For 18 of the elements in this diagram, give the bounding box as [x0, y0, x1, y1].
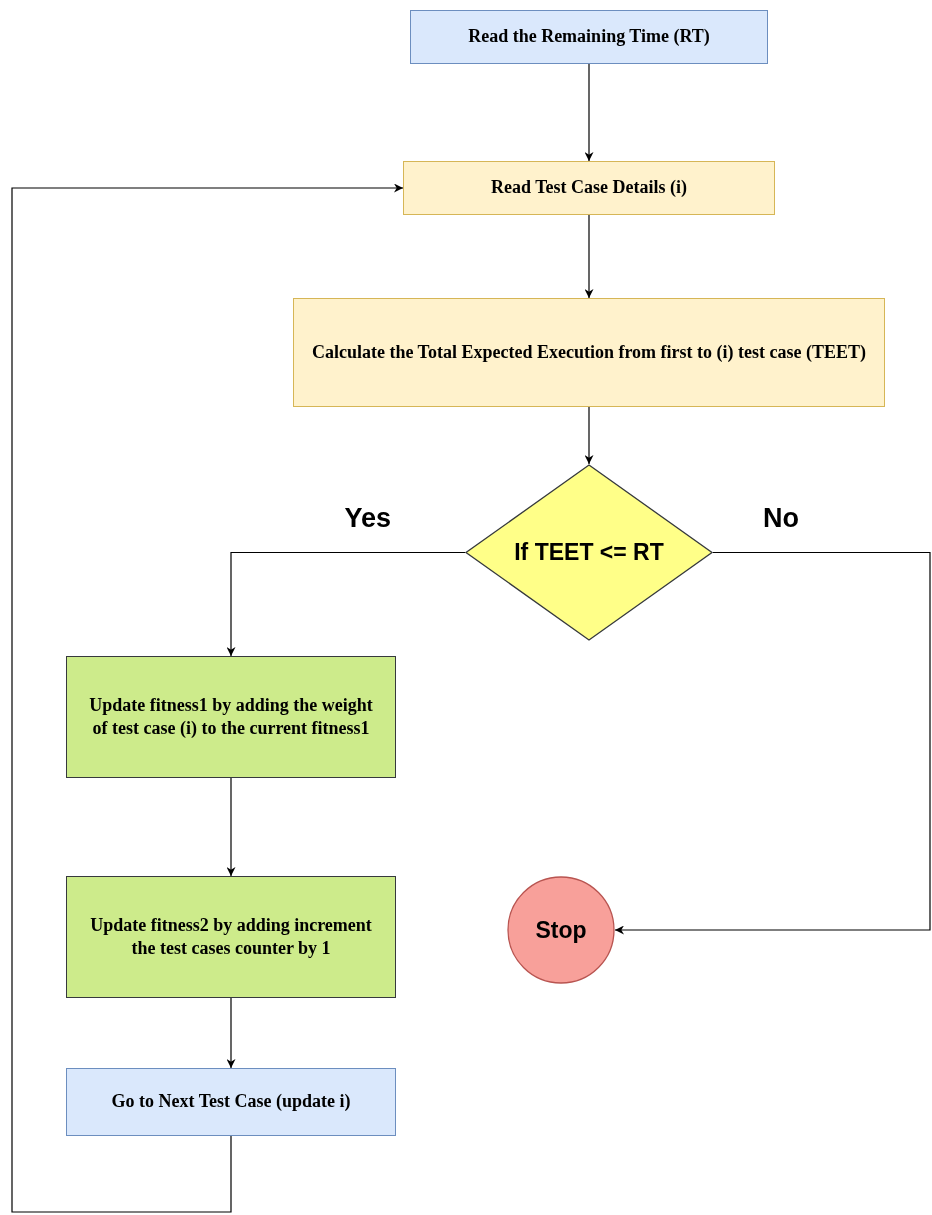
edge-label: No: [763, 502, 799, 534]
node-label: If TEET <= RT: [514, 539, 664, 566]
process-box: Update fitness1 by adding the weight of test case (i) to the current fitness1: [66, 656, 396, 778]
process-box: Read Test Case Details (i): [403, 161, 775, 215]
arrow: [226, 551, 466, 657]
arrow: [226, 997, 236, 1069]
node-label: Stop: [535, 916, 587, 944]
process-box: Go to Next Test Case (update i): [66, 1068, 396, 1136]
arrow: [11, 183, 404, 1213]
arrow: [584, 63, 594, 162]
arrow: [584, 214, 594, 299]
edge-label: Yes: [344, 502, 392, 534]
arrow: [614, 551, 931, 935]
process-box: Calculate the Total Expected Execution from first to (i) test case (TEET): [293, 298, 885, 407]
arrow: [226, 777, 236, 877]
process-box: Read the Remaining Time (RT): [410, 10, 768, 64]
arrow: [584, 406, 594, 465]
process-box: Update fitness2 by adding increment the test cases counter by 1: [66, 876, 396, 998]
